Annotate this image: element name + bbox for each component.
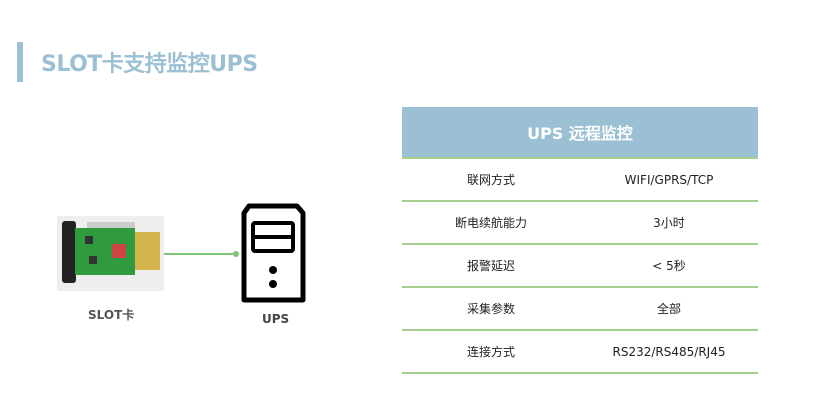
connector-line [164, 253, 236, 255]
row-label: 采集参数 [402, 287, 580, 331]
table-row: 采集参数全部 [402, 287, 758, 331]
table-row: 报警延迟< 5秒 [402, 244, 758, 288]
row-value: < 5秒 [580, 244, 758, 288]
slot-card-image [57, 216, 164, 291]
row-label: 报警延迟 [402, 244, 580, 288]
table-header: UPS 远程监控 [402, 107, 758, 159]
row-value: 全部 [580, 287, 758, 331]
ups-icon [241, 203, 306, 307]
row-label: 断电续航能力 [402, 201, 580, 245]
ups-label: UPS [262, 312, 290, 326]
row-value: 3小时 [580, 201, 758, 245]
row-value: WIFI/GPRS/TCP [580, 158, 758, 202]
slot-card-label: SLOT卡 [88, 308, 135, 322]
row-value: RS232/RS485/RJ45 [580, 330, 758, 374]
connector-dot [233, 251, 239, 257]
row-label: 连接方式 [402, 330, 580, 374]
row-label: 联网方式 [402, 158, 580, 202]
title-accent-bar [17, 42, 23, 82]
page-title: SLOT卡支持监控UPS [41, 52, 258, 77]
